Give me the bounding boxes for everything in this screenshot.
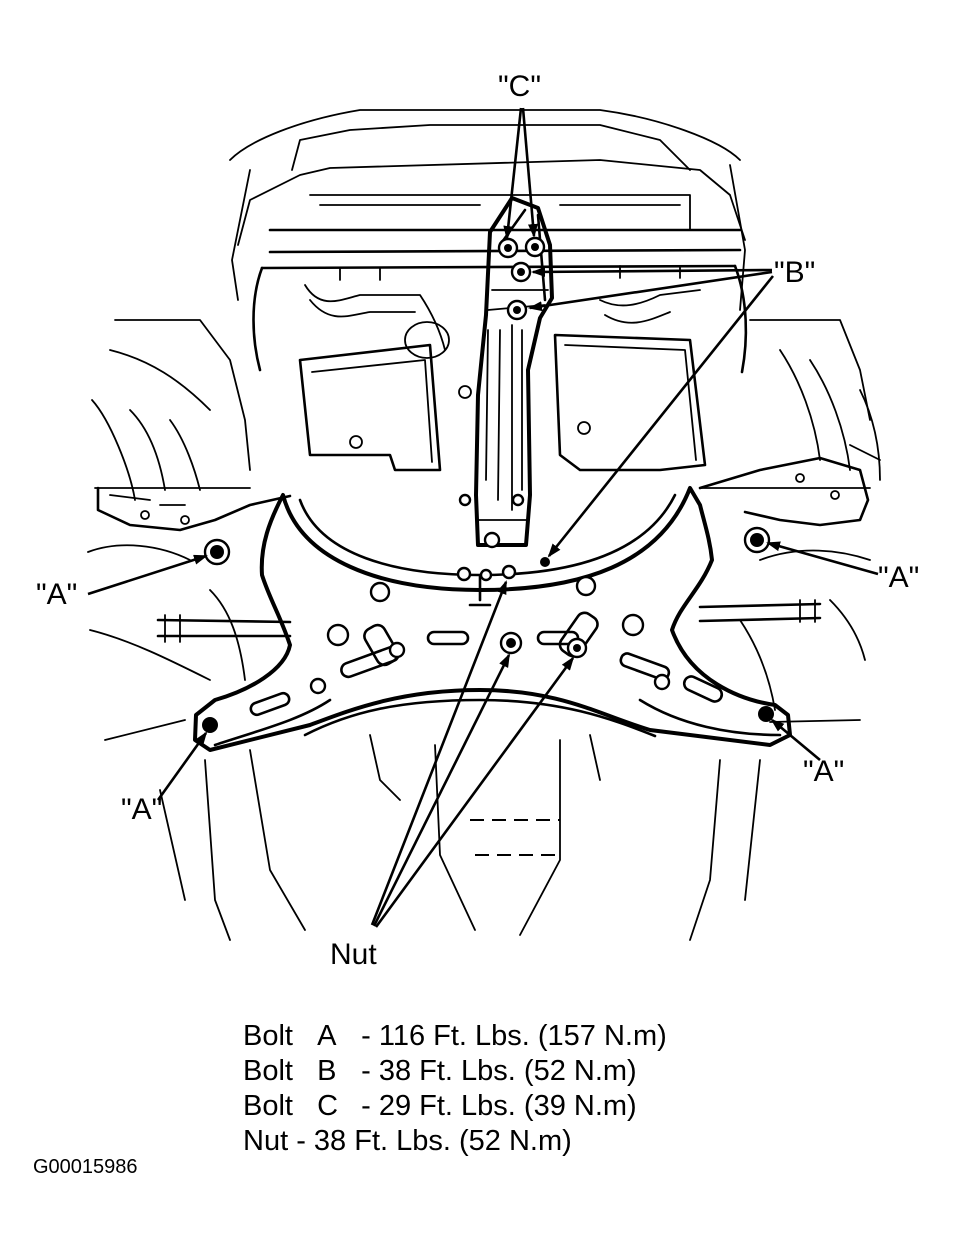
legend-spec: - 29 Ft. Lbs. (39 N.m) — [361, 1090, 637, 1122]
bolt-b-set — [506, 261, 550, 567]
bolt-c-pair — [497, 236, 546, 259]
center-member — [458, 196, 554, 549]
leader-lines — [87, 107, 879, 928]
callout-a-right-lower-label: "A" — [803, 755, 845, 788]
legend-letter: B — [317, 1055, 337, 1087]
legend-row-bolt-c: Bolt C - 29 Ft. Lbs. (39 N.m) — [243, 1089, 667, 1124]
callout-a-left-lower-label: "A" — [121, 793, 163, 826]
nut-set — [499, 631, 588, 659]
legend-word: Bolt — [243, 1055, 293, 1087]
vehicle-body-background — [87, 109, 881, 941]
legend-letter: C — [317, 1090, 339, 1122]
legend-row-bolt-b: Bolt B - 38 Ft. Lbs. (52 N.m) — [243, 1054, 667, 1089]
callout-a-left-upper-label: "A" — [36, 578, 78, 611]
legend-word: Nut — [243, 1125, 289, 1157]
legend-letter: A — [317, 1020, 337, 1052]
legend-row-bolt-a: Bolt A - 116 Ft. Lbs. (157 N.m) — [243, 1019, 667, 1054]
legend-row-nut: Nut - 38 Ft. Lbs. (52 N.m) — [243, 1124, 667, 1159]
legend-spec: - 116 Ft. Lbs. (157 N.m) — [361, 1020, 667, 1052]
bolt-a-set — [202, 526, 774, 733]
callout-c-label: "C" — [498, 70, 541, 103]
figure-id: G00015986 — [33, 1156, 138, 1178]
legend-word: Bolt — [243, 1020, 293, 1052]
legend-word: Bolt — [243, 1090, 293, 1122]
callout-b-label: "B" — [774, 256, 816, 289]
front-crossmember — [193, 486, 792, 752]
callout-a-right-upper-label: "A" — [878, 561, 920, 594]
legend-spec: - 38 Ft. Lbs. (52 N.m) — [361, 1055, 637, 1087]
callout-nut-label: Nut — [330, 938, 377, 971]
torque-spec-legend: Bolt A - 116 Ft. Lbs. (157 N.m) Bolt B -… — [243, 1019, 667, 1159]
legend-spec: - 38 Ft. Lbs. (52 N.m) — [296, 1125, 572, 1157]
